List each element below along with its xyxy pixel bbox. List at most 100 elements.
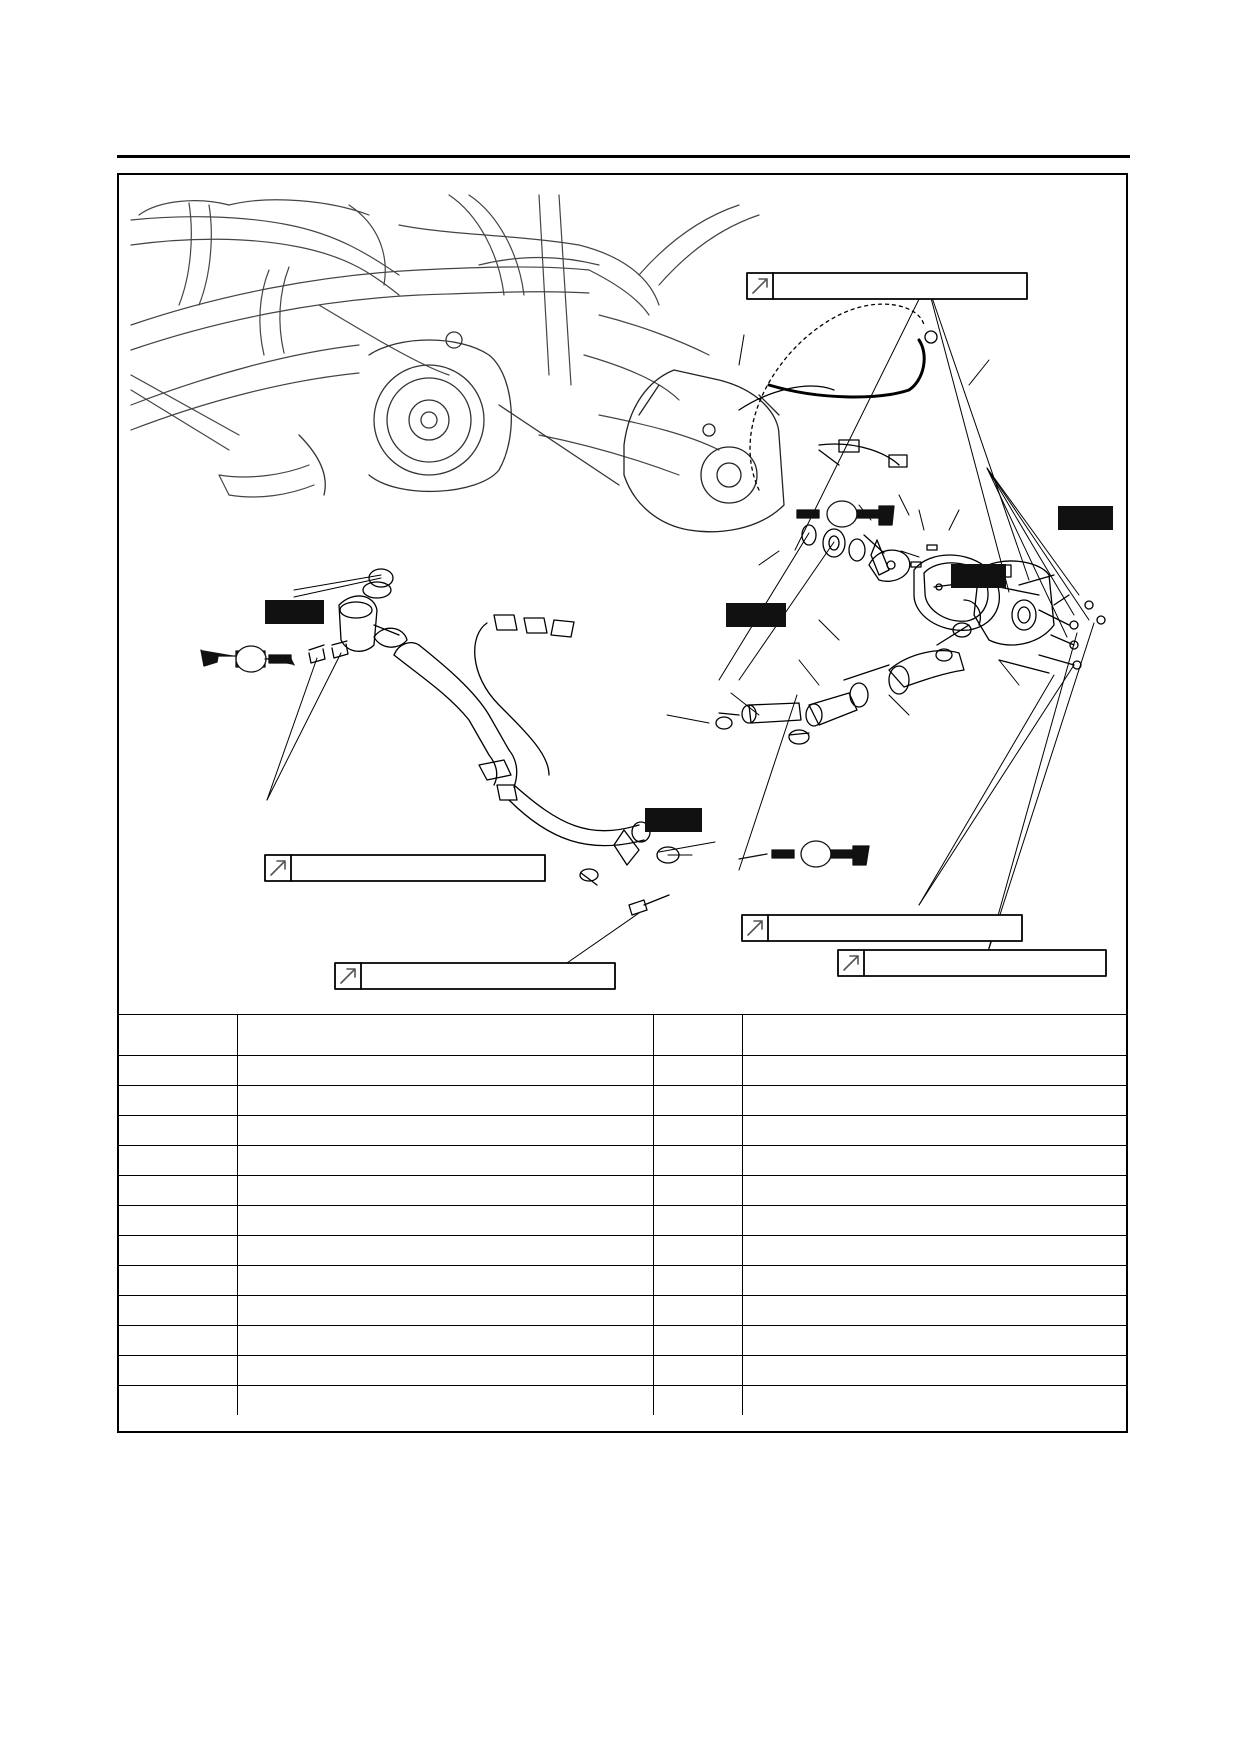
table-cell: [652, 1325, 742, 1356]
parts-table: [119, 1014, 1126, 1415]
black-label-4: [726, 603, 786, 627]
black-label-5: [645, 808, 702, 832]
table-cell: [236, 1085, 653, 1116]
black-label-2: [1058, 506, 1113, 530]
table-cell: [741, 1265, 1126, 1296]
table-cell: [119, 1355, 237, 1386]
table-cell: [652, 1355, 742, 1386]
table-row: [119, 1115, 1126, 1146]
table-cell: [741, 1055, 1126, 1086]
breather-hose-drawing: [767, 338, 926, 399]
wire-harness-drawing: [738, 303, 925, 491]
table-cell: [652, 1175, 742, 1206]
table-cell: [236, 1115, 653, 1146]
table-cell: [741, 1175, 1126, 1206]
table-cell: [236, 1175, 653, 1206]
table-cell: [652, 1295, 742, 1326]
black-label-boxes: [265, 506, 1113, 832]
table-cell: [119, 1175, 237, 1206]
coolant-pipe-drawing: [373, 627, 651, 886]
table-cell: [119, 1145, 237, 1176]
table-cell: [119, 1385, 237, 1415]
black-label-3: [951, 564, 1006, 588]
table-cell: [119, 1085, 237, 1116]
table-cell: [652, 1385, 742, 1415]
table-cell: [119, 1235, 237, 1266]
table-cell: [741, 1325, 1126, 1356]
table-cell: [652, 1115, 742, 1146]
table-cell: [236, 1325, 653, 1356]
table-row: [119, 1265, 1126, 1296]
table-cell: [741, 1145, 1126, 1176]
table-cell: [741, 1205, 1126, 1236]
table-row: [119, 1055, 1126, 1086]
table-cell: [236, 1385, 653, 1415]
water-pump-parts: [801, 524, 1055, 662]
table-cell: [652, 1235, 742, 1266]
table-row: [119, 1085, 1126, 1116]
table-row: [119, 1385, 1126, 1415]
table-cell: [119, 1115, 237, 1146]
torque-wrench-icon: [752, 278, 768, 294]
torque-wrench-icon: [270, 860, 286, 876]
table-cell: [741, 1355, 1126, 1386]
torque-wrench-icon: [747, 920, 763, 936]
torque-callout-top: [746, 272, 1028, 300]
hose-clip-icon: [924, 330, 938, 344]
table-cell: [236, 1055, 653, 1086]
table-cell: [119, 1205, 237, 1236]
thermostat-housing-drawing: [308, 581, 400, 664]
table-cell: [236, 1295, 653, 1326]
table-cell: [741, 1295, 1126, 1326]
table-row: [119, 1325, 1126, 1356]
header-cell: [652, 1014, 742, 1056]
table-cell: [119, 1265, 237, 1296]
header-cell: [236, 1014, 653, 1056]
table-cell: [741, 1385, 1126, 1415]
crankcase-cover-drawing: [623, 369, 785, 533]
table-cell: [741, 1115, 1126, 1146]
pump-bolts: [933, 574, 1106, 674]
table-cell: [119, 1325, 237, 1356]
table-row: [119, 1355, 1126, 1386]
table-cell: [741, 1235, 1126, 1266]
table-cell: [652, 1085, 742, 1116]
exploded-view-frame: [117, 173, 1128, 1433]
engine-crankcase-drawing: [298, 331, 620, 496]
torque-callout-left: [264, 854, 546, 882]
header-cell: [741, 1014, 1126, 1056]
table-cell: [119, 1295, 237, 1326]
table-cell: [652, 1265, 742, 1296]
torque-callout-bottom-right: [741, 914, 1023, 942]
torque-wrench-icon: [843, 955, 859, 971]
water-hoses: [715, 650, 965, 745]
table-row: [119, 1145, 1126, 1176]
table-cell: [236, 1265, 653, 1296]
small-hose-parts: [474, 614, 575, 776]
o-ring-left: [368, 568, 394, 588]
torque-callout-bottom-center: [334, 962, 616, 990]
table-cell: [119, 1055, 237, 1086]
table-cell: [652, 1205, 742, 1236]
header-cell: [119, 1014, 237, 1056]
table-row: [119, 1205, 1126, 1236]
exploded-view-diagram: [130, 194, 1113, 990]
table-row: [119, 1295, 1126, 1326]
vehicle-frame-drawing: [130, 194, 760, 498]
table-cell: [236, 1205, 653, 1236]
torque-wrench-icon: [340, 968, 356, 984]
grease-icon-3: [738, 840, 870, 868]
table-cell: [652, 1145, 742, 1176]
table-cell: [236, 1235, 653, 1266]
black-label-1: [265, 600, 324, 624]
bottom-bolt: [628, 894, 670, 916]
parts-table-header: [119, 1014, 1126, 1056]
table-cell: [652, 1055, 742, 1086]
table-row: [119, 1235, 1126, 1266]
grease-icon-1: [200, 645, 295, 673]
table-cell: [236, 1355, 653, 1386]
grease-icon-2: [796, 500, 895, 528]
table-cell: [236, 1145, 653, 1176]
table-cell: [741, 1085, 1126, 1116]
table-row: [119, 1175, 1126, 1206]
